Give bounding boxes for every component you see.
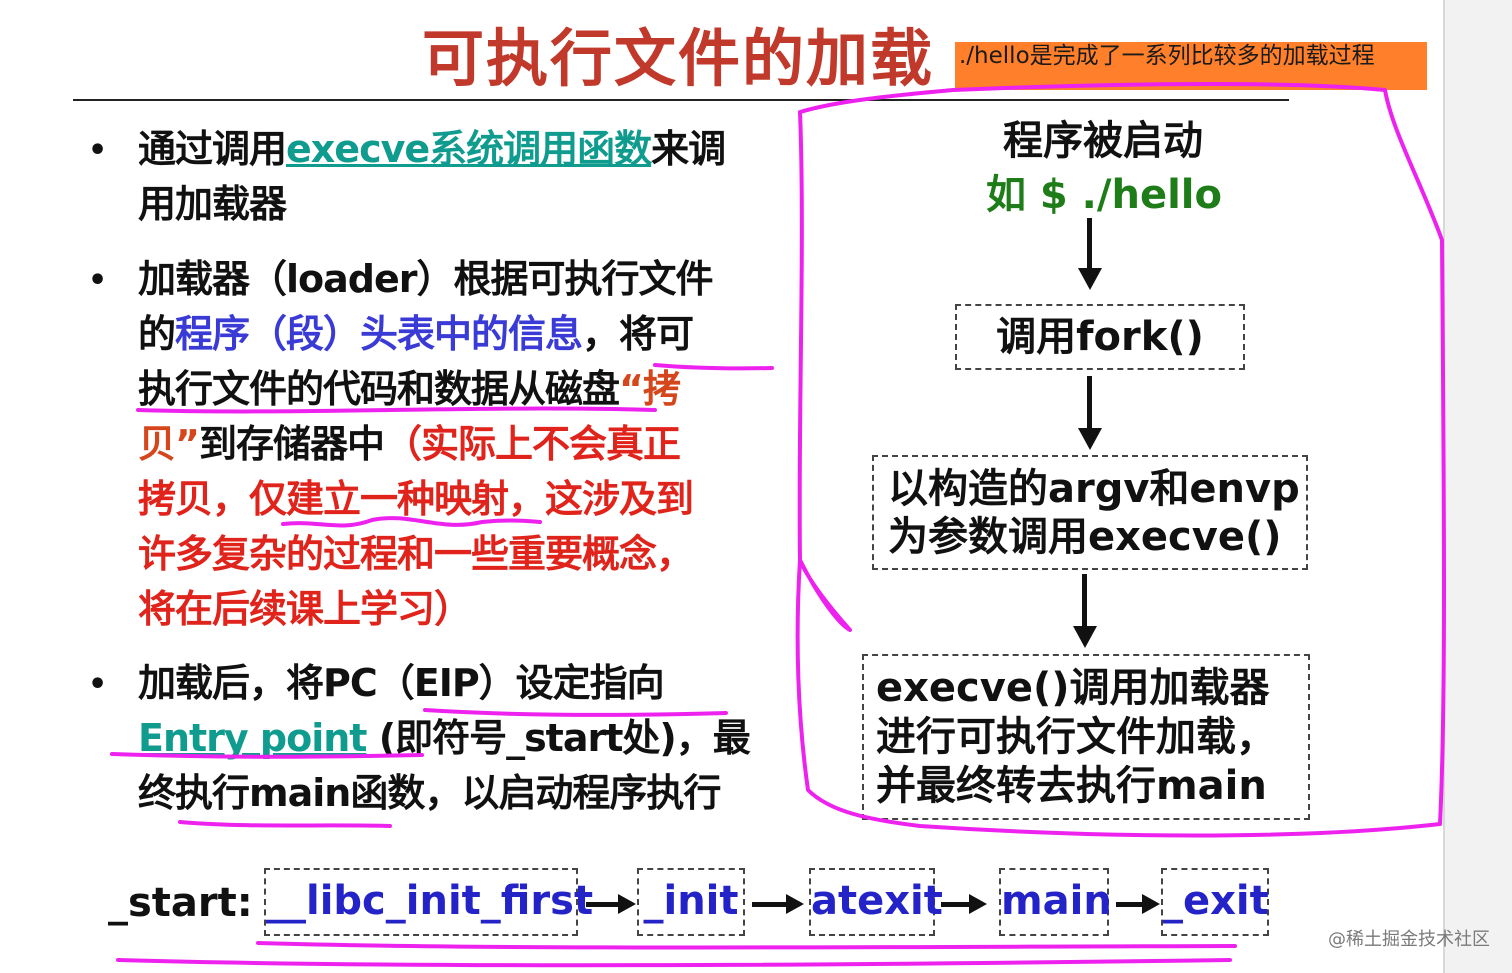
flow-title: 程序被启动 — [1003, 118, 1203, 164]
fork-step-box: 调用fork() — [955, 304, 1245, 370]
loader-step-line-1: execve()调用加载器 — [876, 665, 1270, 711]
arrow-right-icon — [618, 894, 636, 914]
start-label: _start: — [108, 880, 253, 926]
annotation-underline — [178, 820, 392, 828]
bullet-3-line-1: 加载后，将PC（EIP）设定指向 — [138, 661, 665, 705]
chain-arrow-line — [586, 902, 620, 907]
chain-item-atexit: atexit — [809, 868, 943, 936]
page-edge — [1443, 0, 1512, 973]
bullet-1-line-2: 用加载器 — [138, 182, 287, 226]
bullet-2-line-7: 将在后续课上学习） — [138, 587, 472, 631]
title-divider — [73, 99, 1289, 101]
chain-item-init: _init — [637, 868, 745, 936]
slide-title: 可执行文件的加载 — [422, 22, 935, 95]
annotation-note: ./hello是完成了一系列比较多的加载过程 — [955, 42, 1427, 90]
chain-item-main: main — [999, 868, 1112, 936]
arrow-right-icon — [1142, 894, 1160, 914]
bullet-3-line-3: 终执行main函数，以启动程序执行 — [138, 771, 721, 815]
bullet-1-pre: 通过调用 — [138, 127, 287, 171]
chain-arrow-line — [1116, 902, 1144, 907]
chain-item-libc-init-first: __libc_init_first — [264, 868, 593, 936]
watermark: @稀土掘金技术社区 — [1328, 929, 1490, 950]
arrow-right-icon — [969, 894, 987, 914]
loader-step-box: execve()调用加载器 进行可执行文件加载， 并最终转去执行main — [862, 654, 1310, 820]
bullet-2-line-4: 贝”到存储器中（实际上不会真正 — [138, 417, 681, 472]
arrow-down-icon — [1078, 268, 1102, 290]
bullet-3-line-2: Entry point (即符号_start处)，最 — [138, 711, 751, 766]
bullet-1-post: 来调 — [651, 127, 726, 171]
arrow-line — [1087, 218, 1092, 270]
arrow-down-icon — [1078, 428, 1102, 450]
chain-item-exit: _exit — [1161, 868, 1269, 936]
bullet-icon: • — [88, 133, 108, 168]
bullet-2-l3-black: 执行文件的代码和数据从磁盘 — [138, 367, 620, 411]
arrow-right-icon — [786, 894, 804, 914]
fork-step-label: 调用fork() — [996, 314, 1204, 360]
bullet-2-line-1: 加载器（loader）根据可执行文件 — [138, 257, 713, 301]
bullet-2-l4-red1: 贝” — [138, 422, 200, 466]
program-header-table-text: 程序（段）头表中的信息 — [175, 312, 583, 356]
bullet-2-l2-pre: 的 — [138, 312, 176, 356]
bullet-2-l3-red: “拷 — [619, 367, 681, 411]
bullet-2-line-2: 的程序（段）头表中的信息，将可 — [138, 307, 694, 362]
loader-step-line-3: 并最终转去执行main — [876, 763, 1267, 809]
bullet-2-l4-red2: （实际上不会真正 — [384, 422, 681, 466]
bullet-2-line-3: 执行文件的代码和数据从磁盘“拷 — [138, 362, 681, 417]
execve-step-line-2: 为参数调用execve() — [888, 514, 1282, 560]
bullet-2-line-5: 拷贝，仅建立一种映射，这涉及到 — [138, 477, 694, 521]
chain-arrow-line — [941, 902, 971, 907]
bullet-1-line-1: 通过调用execve系统调用函数来调 — [138, 122, 726, 177]
execve-link[interactable]: execve系统调用函数 — [286, 127, 652, 171]
bullet-3-l2-post: (即符号_start处)，最 — [366, 716, 751, 760]
annotation-underline — [256, 941, 1237, 950]
annotation-underline — [116, 958, 1232, 968]
bullet-icon: • — [88, 667, 108, 702]
bullet-2-line-6: 许多复杂的过程和一些重要概念， — [138, 532, 694, 576]
chain-arrow-line — [752, 902, 788, 907]
arrow-line — [1082, 574, 1087, 628]
execve-step-box: 以构造的argv和envp 为参数调用execve() — [872, 455, 1308, 570]
execve-step-line-1: 以构造的argv和envp — [888, 466, 1300, 512]
arrow-line — [1087, 376, 1092, 430]
bullet-2-l2-post: ，将可 — [582, 312, 694, 356]
flow-command: 如 $ ./hello — [986, 172, 1222, 218]
arrow-down-icon — [1073, 626, 1097, 648]
bullet-icon: • — [88, 263, 108, 298]
bullet-2-l4-black: 到存储器中 — [198, 422, 385, 466]
entry-point-link[interactable]: Entry point — [138, 716, 367, 760]
loader-step-line-2: 进行可执行文件加载， — [876, 714, 1276, 760]
